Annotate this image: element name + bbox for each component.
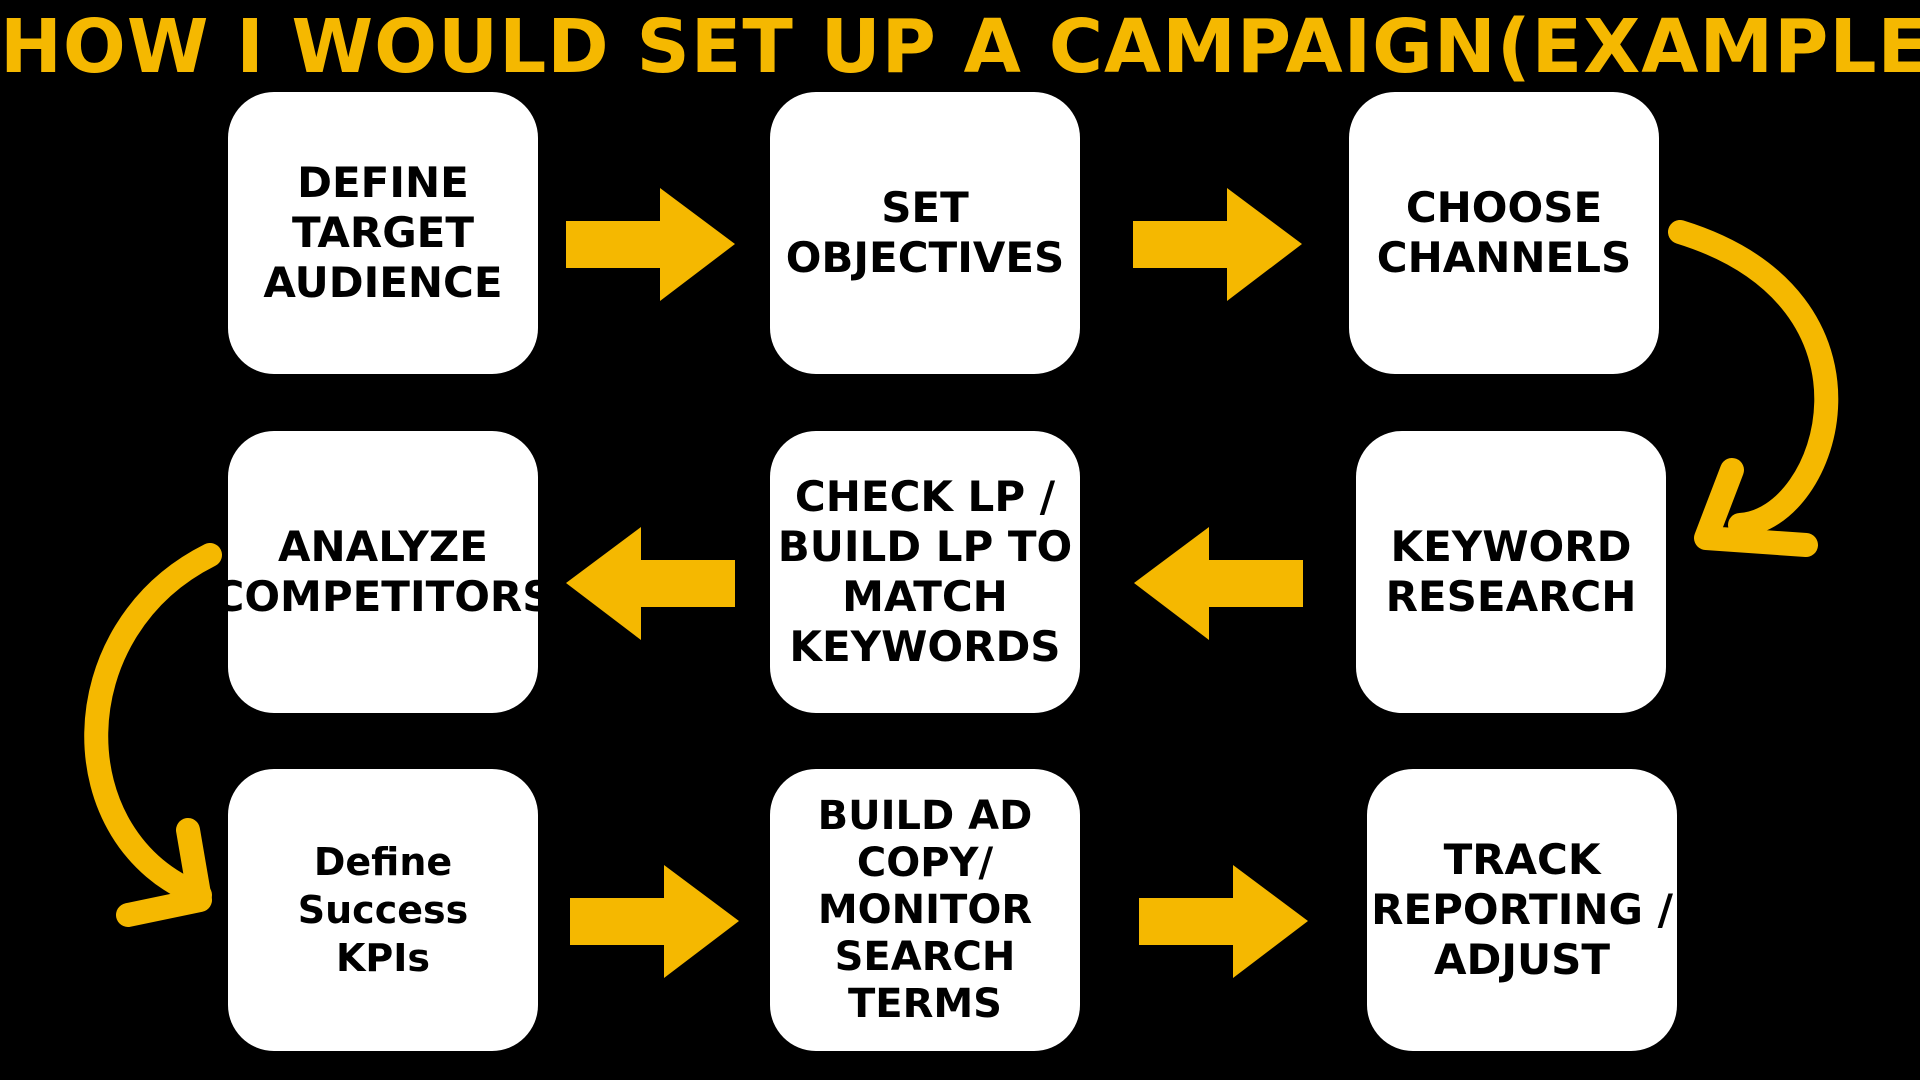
step-label: ANALYZE COMPETITORS — [213, 522, 553, 621]
step-label: KEYWORD RESEARCH — [1385, 522, 1637, 621]
step-build-ad-copy: BUILD AD COPY/ MONITOR SEARCH TERMS — [770, 769, 1080, 1051]
step-label: BUILD AD COPY/ MONITOR SEARCH TERMS — [817, 792, 1033, 1027]
arrow-right-icon — [1133, 188, 1302, 301]
arrow-right-icon — [566, 188, 735, 301]
step-define-target-audience: DEFINE TARGET AUDIENCE — [228, 92, 538, 374]
step-label: CHOOSE CHANNELS — [1376, 183, 1632, 282]
page-title: HOW I WOULD SET UP A CAMPAIGN(EXAMPLE) — [0, 4, 1920, 90]
step-label: SET OBJECTIVES — [785, 183, 1065, 282]
curved-arrow-icon — [1668, 220, 1839, 537]
arrow-right-icon — [570, 865, 739, 978]
arrow-left-icon — [1134, 527, 1303, 640]
step-choose-channels: CHOOSE CHANNELS — [1349, 92, 1659, 374]
step-define-success-kpis: Define Success KPIs — [228, 769, 538, 1051]
curved-arrow-head-icon — [116, 818, 212, 927]
step-label: CHECK LP / BUILD LP TO MATCH KEYWORDS — [777, 472, 1073, 671]
step-set-objectives: SET OBJECTIVES — [770, 92, 1080, 374]
step-label: TRACK REPORTING / ADJUST — [1371, 835, 1673, 984]
arrow-left-icon — [566, 527, 735, 640]
step-label: Define Success KPIs — [297, 840, 469, 980]
step-track-reporting: TRACK REPORTING / ADJUST — [1367, 769, 1677, 1051]
step-keyword-research: KEYWORD RESEARCH — [1356, 431, 1666, 713]
step-label: DEFINE TARGET AUDIENCE — [263, 158, 503, 307]
curved-arrow-icon — [84, 543, 222, 907]
step-check-lp: CHECK LP / BUILD LP TO MATCH KEYWORDS — [770, 431, 1080, 713]
step-analyze-competitors: ANALYZE COMPETITORS — [214, 431, 553, 713]
curved-arrow-head-icon — [1694, 458, 1818, 557]
arrow-right-icon — [1139, 865, 1308, 978]
